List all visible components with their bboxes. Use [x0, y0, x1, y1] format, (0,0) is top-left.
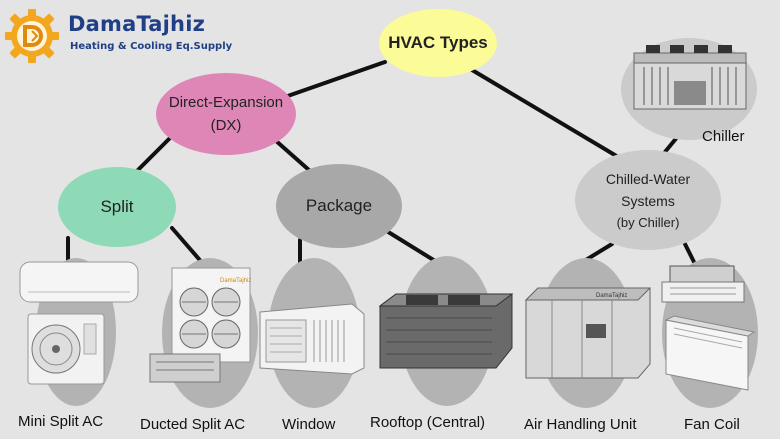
label-ahu: Air Handling Unit [524, 416, 637, 433]
logo-brand: DamaTajhiz [68, 12, 206, 36]
ducted-split-image: DamaTajhiz [149, 267, 251, 383]
logo-gear-icon [5, 9, 59, 63]
label-mini-split: Mini Split AC [18, 413, 104, 430]
label-rooftop: Rooftop (Central) [370, 414, 486, 431]
logo-tagline: Heating & Cooling Eq.Supply [70, 41, 233, 52]
chiller-image [633, 45, 747, 110]
edge-package-rooftop [383, 228, 442, 266]
unit-brand-text: DamaTajhiz [220, 278, 251, 284]
window-unit-image [259, 303, 365, 375]
edge-root-chilled [460, 62, 642, 172]
node-chilled-line1: Chilled-Water [605, 170, 691, 187]
node-dx-line1: Direct-Expansion [168, 94, 284, 111]
rooftop-unit-image [378, 293, 514, 369]
edge-root-dx [280, 60, 387, 100]
label-fan-coil: Fan Coil [684, 416, 740, 433]
label-chiller: Chiller [702, 128, 745, 145]
ahu-brand-text: DamaTajhiz [596, 293, 627, 299]
mini-split-image [19, 261, 139, 385]
logo: DamaTajhiz Heating & Cooling Eq.Supply [4, 8, 244, 64]
fan-coil-image [661, 265, 756, 391]
node-package: Package [276, 164, 402, 248]
node-chilled-water: Chilled-Water Systems (by Chiller) [575, 150, 721, 250]
label-ducted-split: Ducted Split AC [140, 416, 246, 433]
node-hvac-types-label: HVAC Types [388, 33, 488, 52]
edge-chilled-fancoil [681, 238, 696, 264]
ahu-image: DamaTajhiz [524, 287, 652, 379]
node-dx-line2: (DX) [210, 117, 242, 134]
node-chilled-line3: (by Chiller) [616, 214, 680, 230]
node-direct-expansion: Direct-Expansion (DX) [156, 73, 296, 155]
node-package-label: Package [305, 196, 373, 215]
node-hvac-types: HVAC Types [379, 9, 497, 77]
node-chilled-line2: Systems [621, 192, 675, 209]
node-split-label: Split [100, 197, 134, 216]
node-split: Split [58, 167, 176, 247]
label-window: Window [282, 416, 336, 433]
